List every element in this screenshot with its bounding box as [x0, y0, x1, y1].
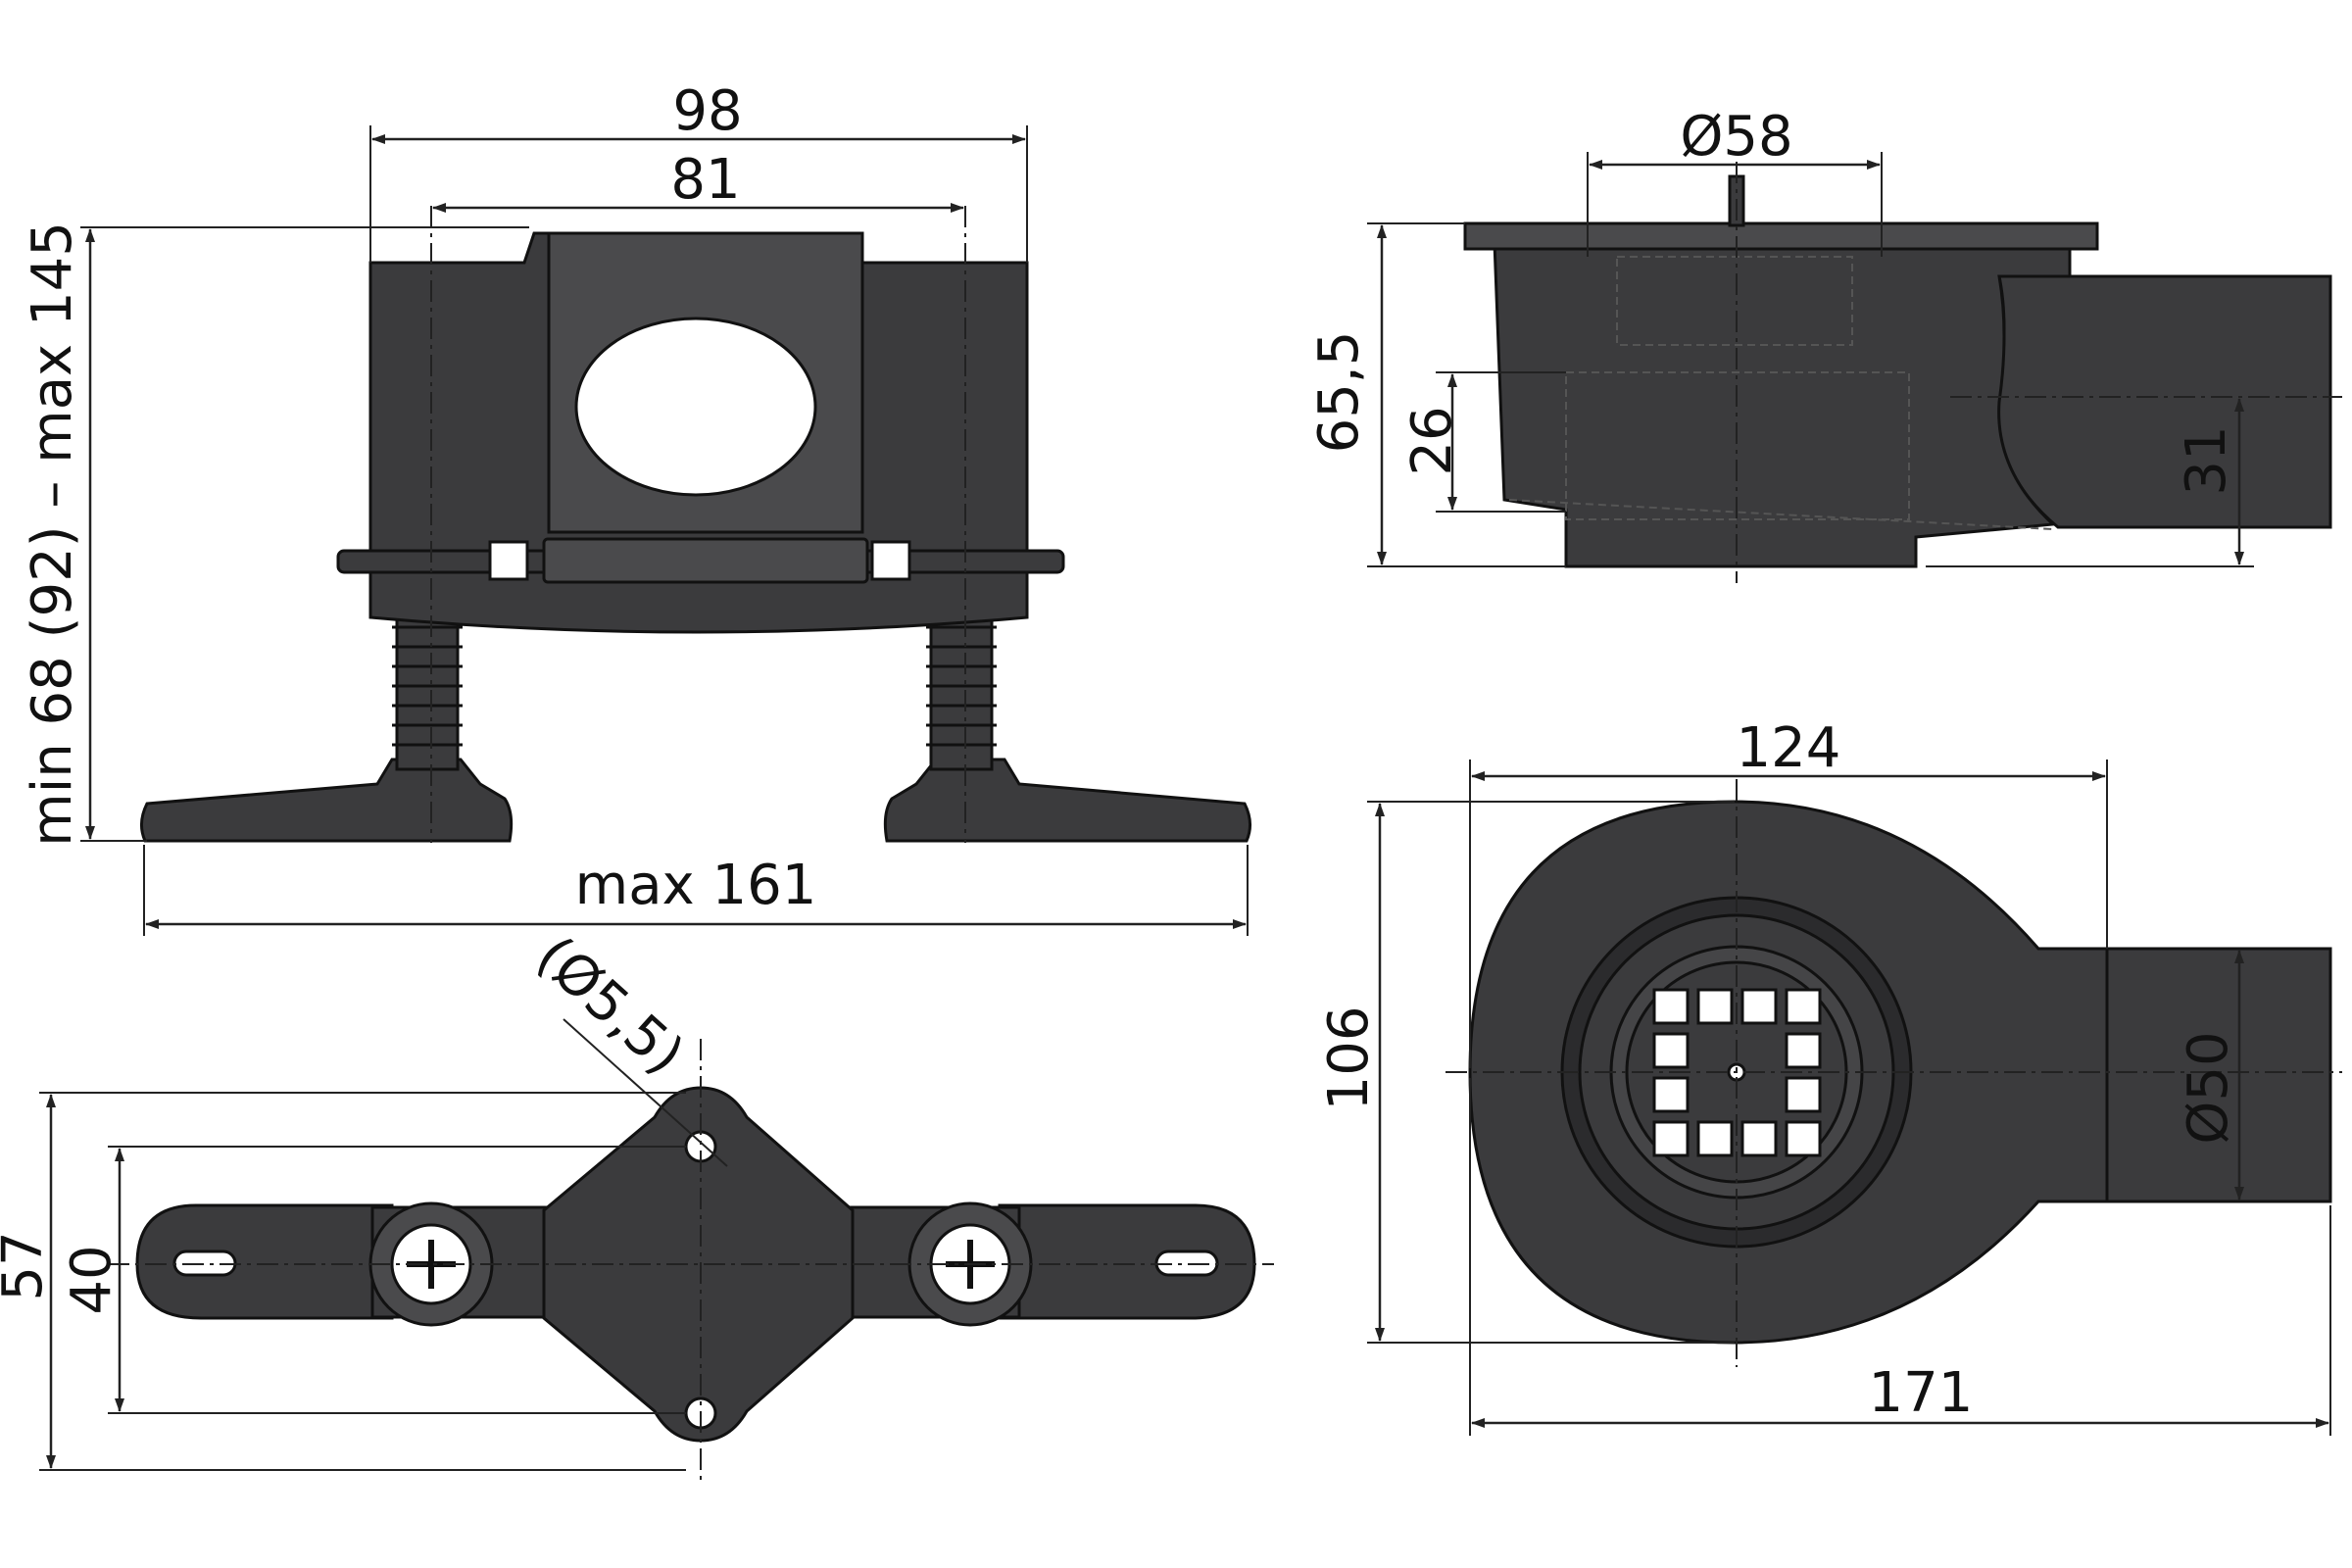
mounting-plate-top-view: (Ø5,5) 57 40	[0, 924, 1274, 1480]
dim-seal-height: 26	[1400, 406, 1464, 475]
dim-plate-hole-spacing: 40	[60, 1245, 123, 1314]
drain-top-view: 124 106 Ø50 171	[1317, 716, 2342, 1436]
dim-support-height: min 68 (92) – max 145	[21, 221, 84, 847]
drain-side-view: Ø58 65,5 26 31	[1307, 105, 2342, 583]
top-plate	[1463, 221, 2099, 251]
support-opening	[574, 317, 817, 497]
dim-support-base: max 161	[575, 854, 817, 917]
dim-outlet-diameter: Ø50	[2177, 1031, 2240, 1144]
dim-body-width: 124	[1737, 716, 1841, 780]
grate	[1625, 960, 1848, 1184]
dim-body-height: 65,5	[1307, 331, 1371, 454]
plate-arms	[135, 1203, 394, 1320]
dim-support-width: 98	[672, 79, 742, 143]
dim-hole-diameter: (Ø5,5)	[524, 924, 696, 1088]
dim-plate-depth: 57	[0, 1231, 55, 1300]
drain-body	[1493, 241, 2072, 568]
dim-outlet-height: 31	[2175, 425, 2238, 495]
support-foot-left	[140, 758, 514, 843]
spindle-right	[926, 611, 997, 771]
support-foot-right	[883, 758, 1251, 843]
dim-grate-diameter: Ø58	[1680, 105, 1792, 169]
spindle-left	[392, 611, 463, 771]
dim-total-length: 171	[1869, 1361, 1974, 1425]
clamp-bar-center	[542, 537, 869, 584]
dim-support-inner: 81	[670, 148, 740, 212]
outlet-pipe	[1996, 274, 2332, 529]
dim-body-depth: 106	[1317, 1006, 1381, 1111]
support-front-view: 98 81 min 68 (92) – max 145 max 161	[21, 79, 1251, 936]
